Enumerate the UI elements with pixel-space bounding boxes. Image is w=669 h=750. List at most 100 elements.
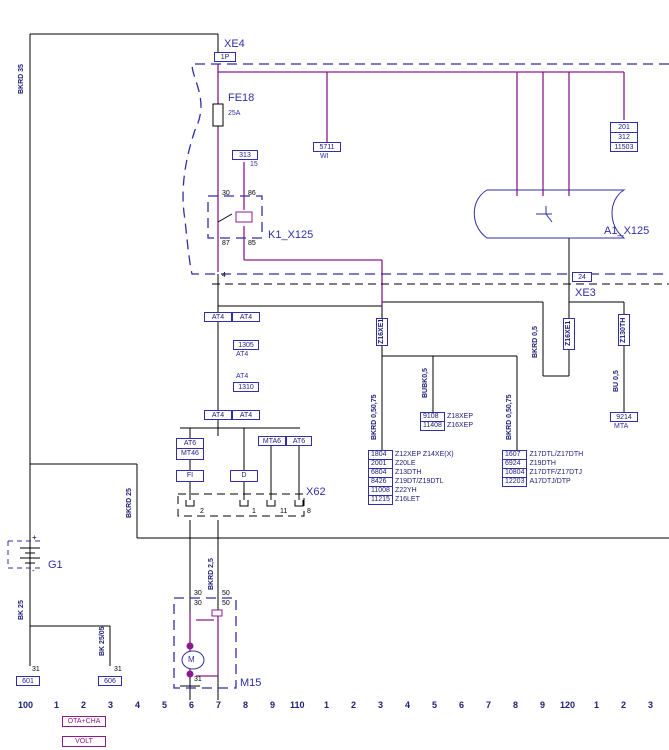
relay-pin-30: 30 bbox=[222, 190, 230, 197]
option-at4-a-left: AT4 bbox=[204, 312, 232, 322]
wire-bk25: BK 25 bbox=[18, 600, 25, 620]
ref-1310-opt: AT4 bbox=[236, 373, 249, 380]
ruler-mark: 5 bbox=[432, 700, 438, 710]
x62-pins bbox=[185, 500, 304, 507]
motor-m: M bbox=[188, 655, 195, 664]
ruler-mark: 7 bbox=[486, 700, 492, 710]
connector-xe4-pin: 1P bbox=[214, 52, 236, 62]
ruler-mark: 6 bbox=[459, 700, 465, 710]
option-at4-b-left: AT4 bbox=[204, 410, 232, 420]
ref-mta: MTA bbox=[614, 423, 629, 430]
motor-pin-31: 31 bbox=[194, 676, 202, 683]
ruler-mark: 8 bbox=[243, 700, 249, 710]
connector-x62-label: X62 bbox=[306, 486, 326, 498]
option-d: D bbox=[230, 470, 258, 482]
legend-volt: VOLT bbox=[62, 736, 106, 747]
ref-15: 15 bbox=[250, 161, 258, 168]
wire-bubk05: BUBK0,5 bbox=[422, 368, 429, 398]
ruler-mark: 3 bbox=[378, 700, 384, 710]
relay-pin-85: 85 bbox=[248, 240, 256, 247]
battery-label: G1 bbox=[48, 559, 63, 571]
module-a1-label: A1_X125 bbox=[604, 225, 650, 237]
motor-symbol bbox=[181, 609, 223, 678]
relay-symbol bbox=[217, 211, 253, 223]
ruler-mark: 6 bbox=[189, 700, 195, 710]
module-a1 bbox=[473, 189, 626, 239]
ref-1305: 1305 bbox=[233, 340, 259, 350]
fuse-label: FE18 bbox=[228, 92, 255, 104]
ref-z16xe1-box bbox=[376, 318, 388, 346]
wire-bkrd0575-b: BKRD 0,50,75 bbox=[506, 394, 513, 440]
ref-1310: 1310 bbox=[233, 382, 259, 392]
motor-pin-30-outer: 30 bbox=[194, 590, 202, 597]
dashed-outlines bbox=[7, 63, 669, 689]
wire-bk2505: BK 25/05 bbox=[99, 626, 106, 656]
ref-606-pin: 31 bbox=[114, 666, 122, 673]
ref-wi: WI bbox=[320, 153, 329, 160]
xe3-pin: 24 bbox=[572, 272, 592, 282]
ref-z16xe1-b-box bbox=[563, 318, 575, 350]
ref-z130th: Z130TH bbox=[620, 317, 627, 343]
ref-z16xe1-b: Z16XE1 bbox=[565, 320, 572, 346]
relay-label: K1_X125 bbox=[268, 229, 314, 241]
option-at4-b-right: AT4 bbox=[232, 410, 260, 420]
ref-z130th-box bbox=[618, 314, 630, 346]
ruler-mark: 8 bbox=[513, 700, 519, 710]
x62-pin-8: 8 bbox=[307, 508, 311, 515]
option-fi: FI bbox=[176, 470, 204, 482]
xe4-pin-bottom: 4 bbox=[222, 272, 226, 279]
battery-symbol bbox=[20, 547, 40, 564]
ref-601-pin: 31 bbox=[32, 666, 40, 673]
option-mta6: MTA6 bbox=[258, 436, 286, 446]
relay-pin-87: 87 bbox=[222, 240, 230, 247]
motor-pin-50-outer: 50 bbox=[222, 590, 230, 597]
ref-5711: 5711 bbox=[313, 142, 341, 152]
ref-9214: 9214 bbox=[610, 412, 638, 422]
connector-xe3-label: XE3 bbox=[575, 287, 596, 299]
ruler-mark: 4 bbox=[135, 700, 141, 710]
motor-pin-50: 50 bbox=[222, 600, 230, 607]
ruler-mark: 1 bbox=[54, 700, 60, 710]
motor-label: M15 bbox=[240, 677, 262, 689]
ruler-mark: 100 bbox=[18, 700, 34, 710]
purple-wires bbox=[189, 64, 625, 677]
ruler-mark: 2 bbox=[621, 700, 627, 710]
ref-601: 601 bbox=[16, 676, 40, 686]
ref-z16xe1: Z16XE1 bbox=[378, 318, 385, 344]
x62-pin-1: 1 bbox=[252, 508, 256, 515]
black-wires bbox=[29, 33, 669, 700]
option-at6: AT6 bbox=[286, 436, 312, 446]
wire-bkrd35: BKRD 35 bbox=[18, 64, 25, 94]
ruler-mark: 2 bbox=[351, 700, 357, 710]
fuse-rating: 25A bbox=[228, 110, 241, 117]
option-at6-mt46: AT6 MT46 bbox=[176, 438, 204, 460]
option-at4-a-right: AT4 bbox=[232, 312, 260, 322]
ruler-mark: 1 bbox=[594, 700, 600, 710]
ref-606: 606 bbox=[98, 676, 122, 686]
ruler-mark: 9 bbox=[540, 700, 546, 710]
ruler-mark: 9 bbox=[270, 700, 276, 710]
x62-pin-2: 2 bbox=[200, 508, 204, 515]
ruler-mark: 5 bbox=[162, 700, 168, 710]
ruler-mark: 4 bbox=[405, 700, 411, 710]
wire-bkrd0575-a: BKRD 0,50,75 bbox=[371, 394, 378, 440]
wire-bkrd25-b: BKRD 2,5 bbox=[208, 558, 215, 590]
ref-1305-opt: AT4 bbox=[236, 351, 249, 358]
wire-bkrd25: BKRD 25 bbox=[126, 488, 133, 518]
ruler-mark: 7 bbox=[216, 700, 222, 710]
wire-bkrd05: BKRD 0,5 bbox=[532, 326, 539, 358]
battery-minus: - bbox=[32, 566, 35, 575]
legend-ota-cha: OTA+CHA bbox=[62, 716, 106, 727]
ruler-mark: 3 bbox=[648, 700, 654, 710]
ruler-mark: 3 bbox=[108, 700, 114, 710]
relay-pin-86: 86 bbox=[248, 190, 256, 197]
ref-313: 313 bbox=[232, 150, 258, 160]
ruler-mark: 120 bbox=[560, 700, 576, 710]
wire-bu05: BU 0,5 bbox=[613, 370, 620, 392]
ruler-mark: 2 bbox=[81, 700, 87, 710]
ref-201-block: 201 312 11503 bbox=[610, 122, 638, 152]
